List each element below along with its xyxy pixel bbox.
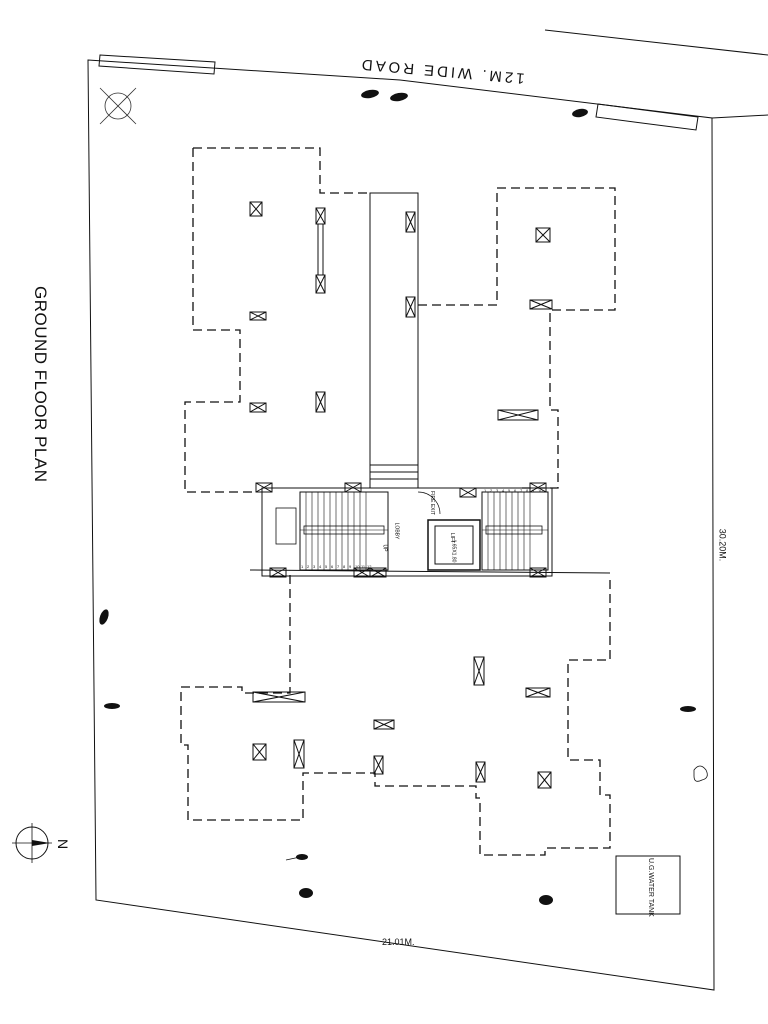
north-arrow-icon	[12, 823, 52, 863]
lift-shaft	[427, 519, 481, 571]
stair-step-number: 5	[325, 564, 328, 569]
stair-step-number: 11	[361, 564, 366, 569]
water-tank-box	[615, 855, 681, 915]
stair-step-number: 2	[490, 488, 493, 493]
right-dimension: 30.20M.	[717, 528, 728, 562]
stair-step-number: 9	[349, 564, 352, 569]
stair-step-number: 10	[355, 564, 360, 569]
page-title: GROUND FLOOR PLAN	[31, 286, 50, 483]
stair-step-number: 5	[508, 488, 511, 493]
gate-left	[98, 54, 216, 75]
stair-step-number: 12	[367, 564, 372, 569]
crossed-circle-symbol	[99, 87, 137, 125]
site-boundary	[87, 59, 715, 991]
wing-top-right	[418, 187, 616, 489]
stair-right	[481, 491, 549, 571]
stair-step-number: 4	[319, 564, 322, 569]
water-tank-label: U.G.WATER TANK	[647, 858, 654, 917]
stair-step-number: 6	[514, 488, 517, 493]
column-markers	[249, 201, 553, 789]
stair-step-number: 1	[484, 488, 487, 493]
stair-step-number: 7	[337, 564, 340, 569]
bottom-dimension: 21.01M.	[382, 937, 415, 947]
stair-step-number: 8	[526, 488, 529, 493]
stair-step-number: 3	[313, 564, 316, 569]
stair-step-number: 9	[532, 488, 535, 493]
road-edge-line	[544, 29, 768, 56]
shrub-outline	[693, 765, 708, 782]
stair-left	[299, 491, 389, 571]
stair-up-label: UP	[381, 544, 388, 552]
stair-step-number: 4	[502, 488, 505, 493]
tree-symbols	[99, 89, 696, 905]
wing-top-left	[184, 147, 370, 493]
stair-step-number: 10	[538, 488, 543, 493]
stair-step-number: 2	[307, 564, 310, 569]
stair-step-number: 1	[301, 564, 304, 569]
road-edge-line-2	[711, 114, 768, 119]
gate-right	[595, 103, 699, 131]
corridor	[369, 192, 419, 489]
lift-size-label: 1.65X1.80	[450, 539, 457, 563]
wing-bottom-left	[180, 575, 611, 856]
stair-step-number: 7	[520, 488, 523, 493]
core-block	[261, 487, 553, 577]
fire-exit-label: FIRE EXIT	[428, 491, 435, 515]
stair-step-number: 3	[496, 488, 499, 493]
north-label: N	[55, 838, 72, 850]
stair-step-number: 6	[331, 564, 334, 569]
lobby-label: LOBBY	[393, 522, 400, 540]
stair-step-number: 8	[343, 564, 346, 569]
